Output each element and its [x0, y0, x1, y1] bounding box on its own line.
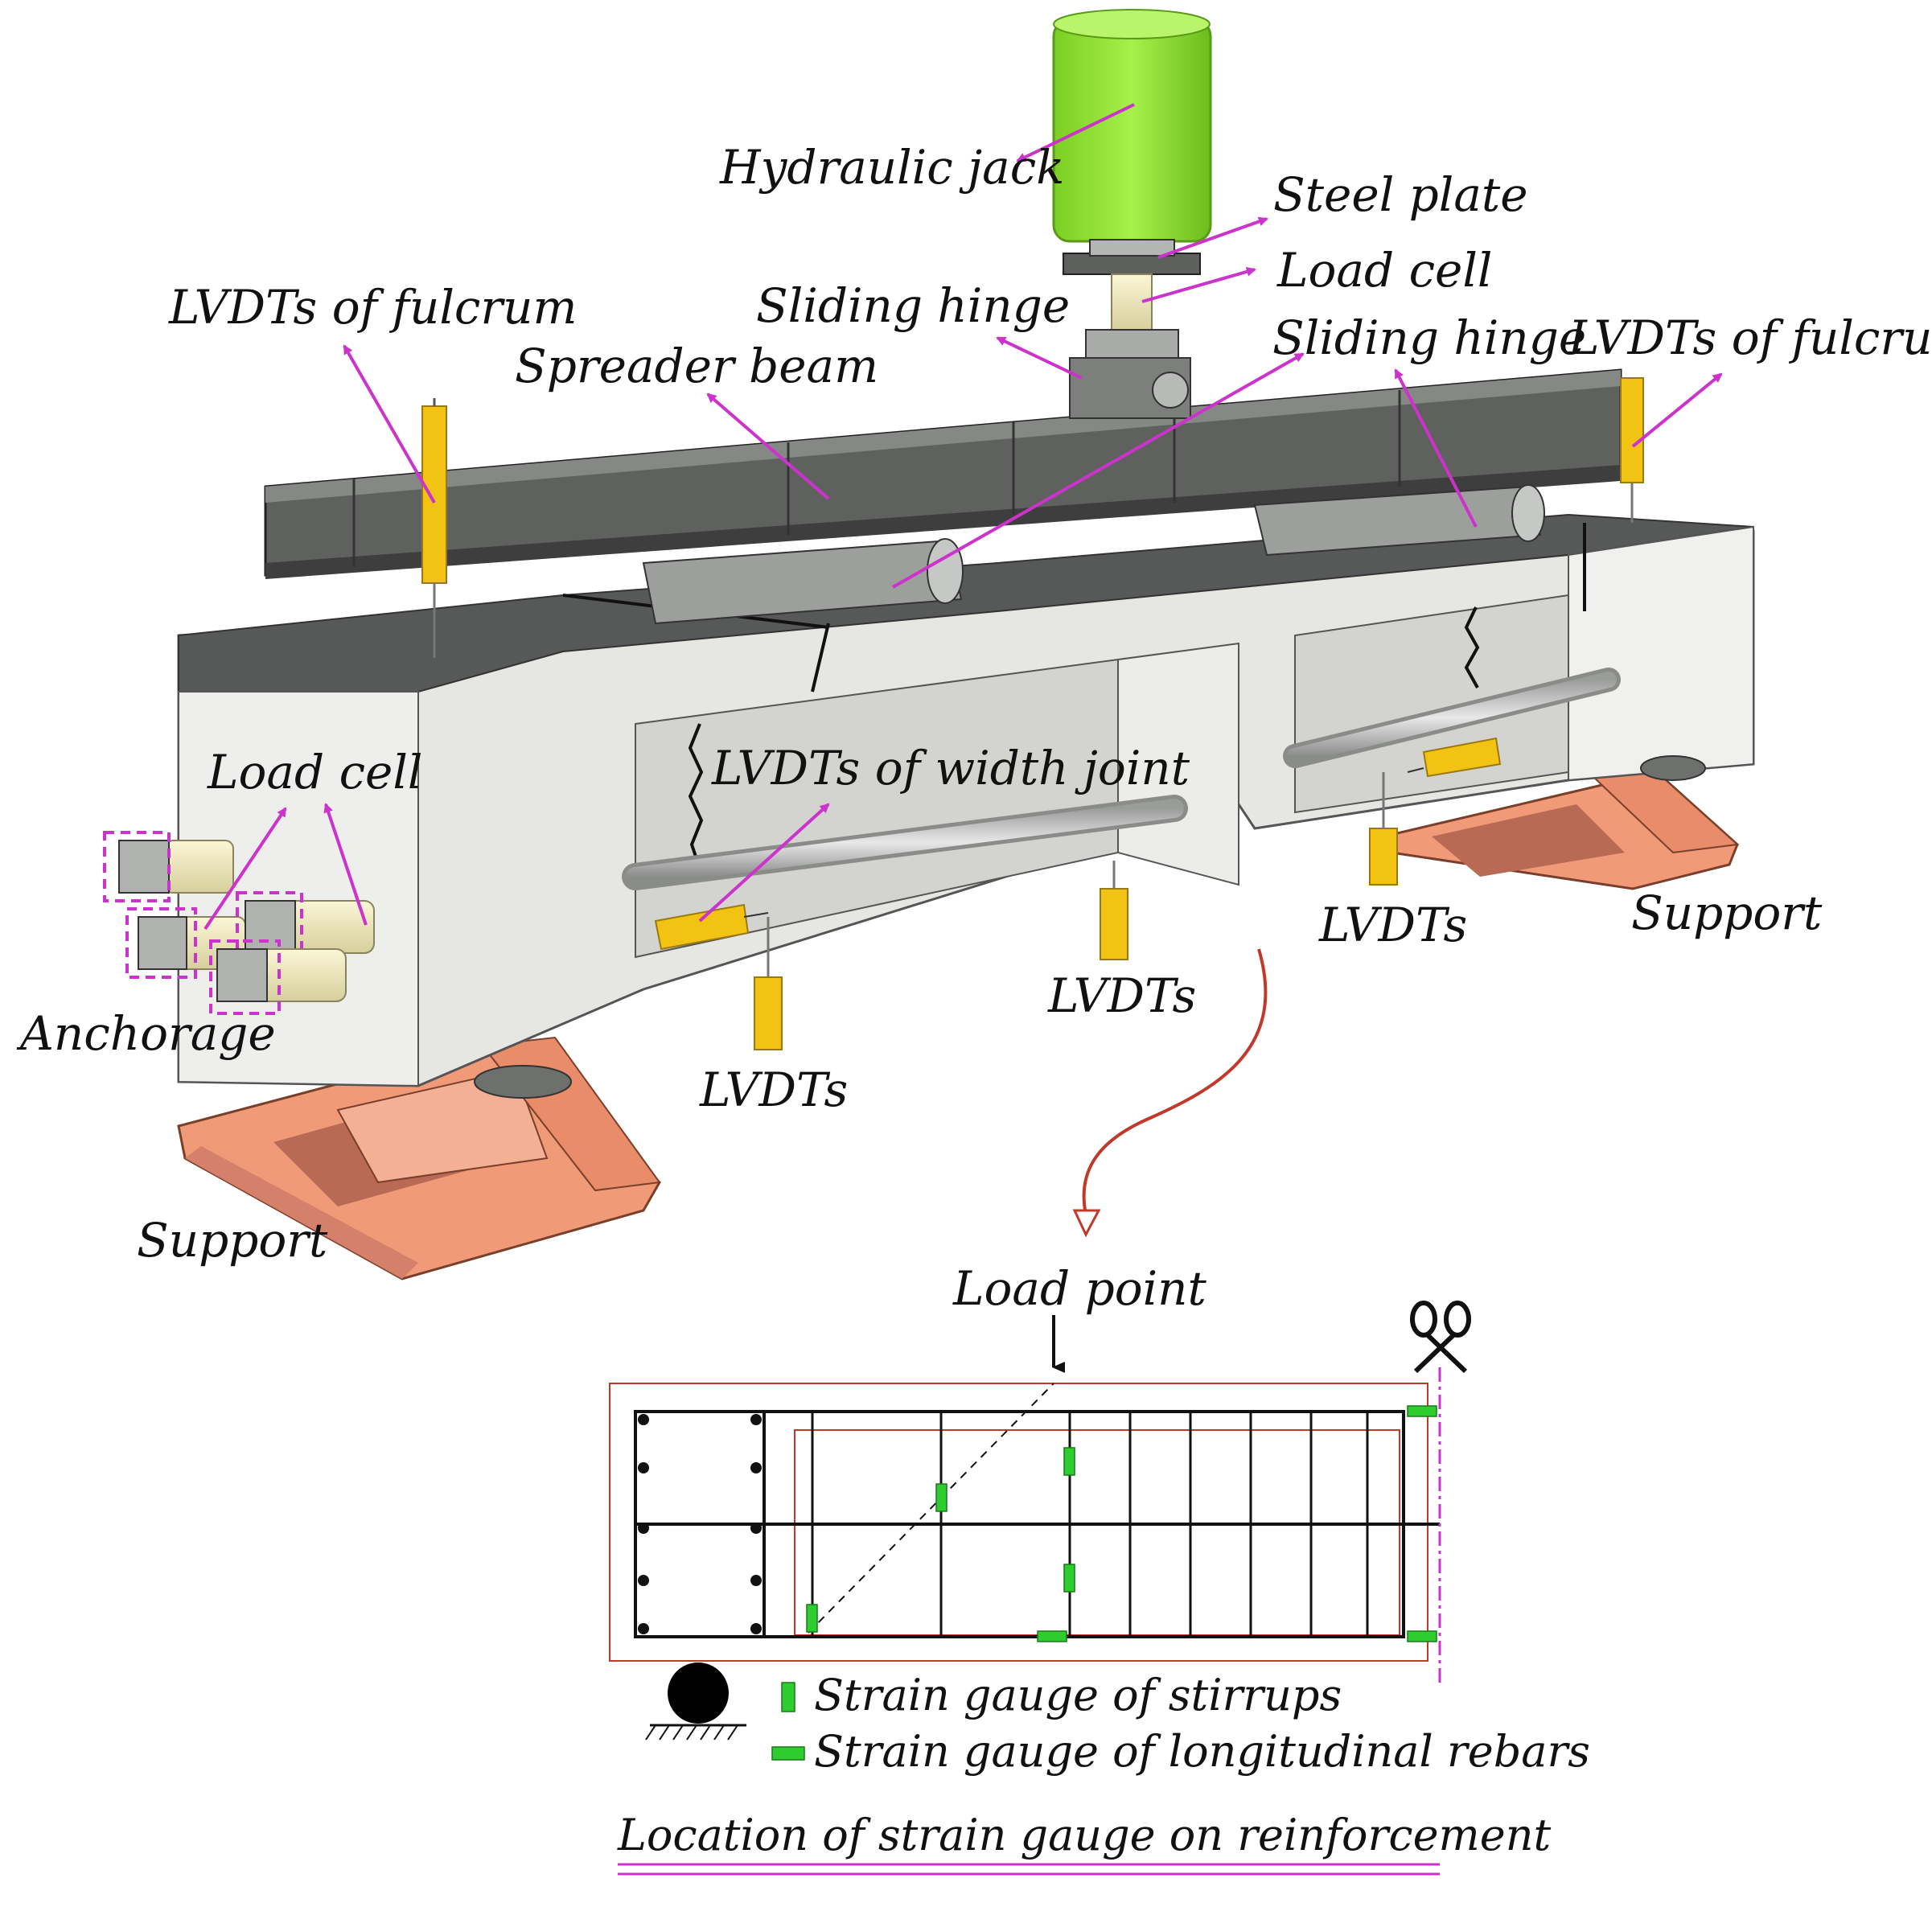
annotation-arrows [203, 103, 1723, 931]
support-left [177, 1036, 661, 1280]
lvdt-fulcrum-right [1620, 377, 1644, 523]
label-load-point: Load point [952, 1261, 1207, 1316]
label-sliding-hinge-top: Sliding hinge [756, 278, 1070, 333]
label-steel-plate: Steel plate [1273, 167, 1528, 222]
legend: Strain gauge of stirrups Strain gauge of… [771, 1670, 1590, 1777]
label-lvdts-fulcrum-left: LVDTs of fulcrum [168, 280, 577, 335]
lvdt-width-joint-right [1407, 737, 1502, 778]
sliding-hinge-left [642, 538, 964, 625]
hydraulic-jack [1052, 9, 1212, 243]
legend-longitudinal-swatch [771, 1746, 805, 1761]
anchor-1 [103, 831, 234, 902]
anchor-4 [209, 939, 347, 1015]
legend-longitudinal: Strain gauge of longitudinal rebars [814, 1726, 1590, 1777]
sliding-hinge-top [1069, 329, 1191, 419]
strain-gauges [806, 1405, 1437, 1642]
steel-plate [1063, 239, 1201, 275]
label-hydraulic-jack: Hydraulic jack [719, 140, 1064, 195]
concrete-specimen [177, 513, 1755, 1099]
load-cell-top [1111, 273, 1153, 331]
roller-support-icon [645, 1662, 746, 1741]
label-lvdts-a: LVDTs [699, 1062, 848, 1117]
caption: Location of strain gauge on reinforcemen… [617, 1810, 1551, 1860]
lvdt-a [754, 917, 783, 1050]
detail-connector-arrow [1072, 948, 1268, 1238]
lvdt-b [1100, 861, 1128, 960]
label-load-cell-left: Load cell [207, 745, 423, 799]
label-load-cell-top: Load cell [1276, 243, 1493, 298]
lvdt-c [1369, 772, 1398, 886]
anchorage-group [103, 831, 375, 1015]
label-lvdts-width-joint: LVDTs of width joint [711, 741, 1190, 795]
label-support-right: Support [1631, 886, 1823, 940]
spreader-beam [264, 368, 1622, 579]
scissors-icon [1410, 1301, 1471, 1374]
label-lvdts-b: LVDTs [1047, 968, 1196, 1023]
anchor-3 [236, 891, 375, 963]
sliding-hinge-right [1253, 484, 1545, 557]
label-lvdts-c: LVDTs [1318, 898, 1467, 952]
label-support-left: Support [137, 1213, 328, 1268]
lvdt-width-joint-left [654, 903, 769, 951]
label-anchorage: Anchorage [16, 1006, 276, 1061]
label-sliding-hinge-right: Sliding hinge [1272, 310, 1586, 365]
legend-stirrup-swatch [781, 1682, 795, 1712]
label-lvdts-fulcrum-right: LVDTs of fulcrum [1568, 310, 1932, 365]
legend-stirrups: Strain gauge of stirrups [814, 1670, 1342, 1720]
label-spreader-beam: Spreader beam [515, 339, 878, 393]
lvdt-fulcrum-left [421, 398, 447, 658]
reinforcement-detail: Load point [609, 1261, 1590, 1876]
